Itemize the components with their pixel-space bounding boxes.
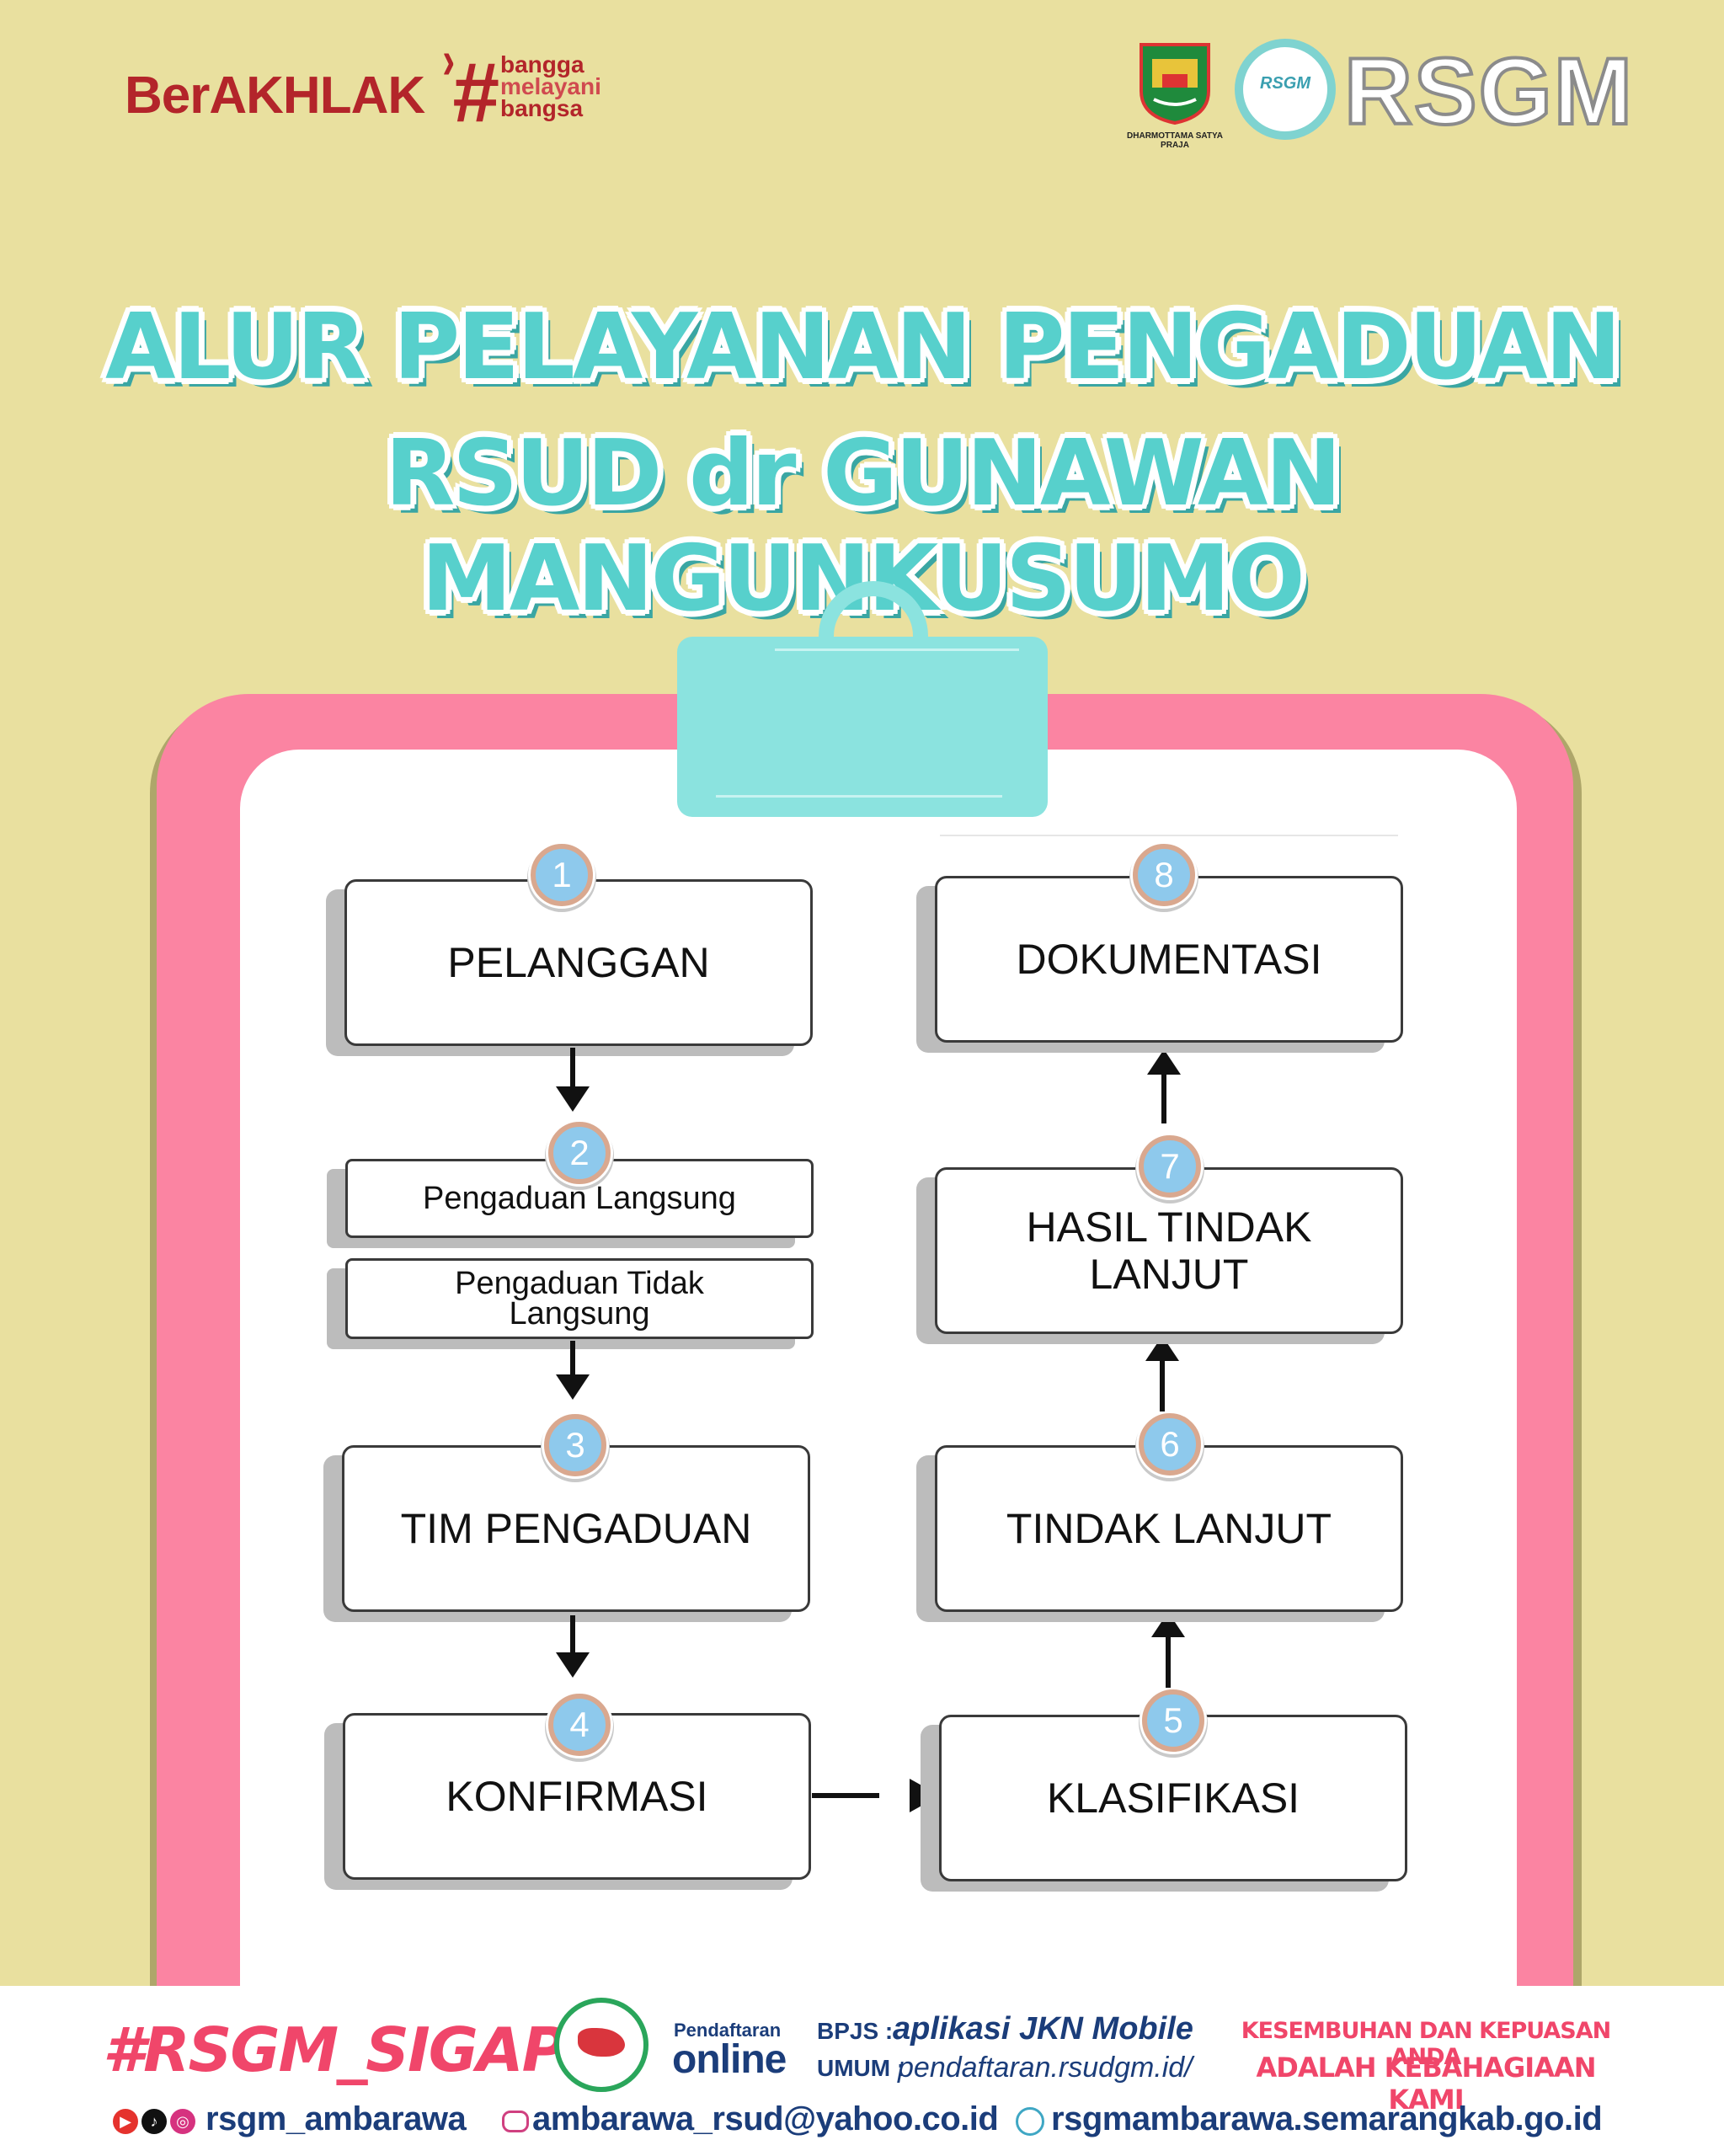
globe-icon (1016, 2107, 1044, 2136)
page-title-line1: ALUR PELAYANAN PENGADUAN (105, 295, 1621, 400)
slogan-line1: KESEMBUHAN DAN KEPUASAN ANDA (1241, 2018, 1612, 2070)
step-number-badge: 5 (1142, 1689, 1204, 1752)
arrow-up-icon (1145, 1336, 1179, 1361)
pendaftaran-label: Pendaftaran (674, 2020, 782, 2041)
bpjs-value: aplikasi JKN Mobile (893, 2011, 1193, 2047)
bpjs-label: BPJS : (817, 2018, 894, 2044)
rsgm-wordmark: RSGM (1342, 37, 1634, 146)
clip-highlight (716, 795, 1002, 798)
page-title-line2: RSUD dr GUNAWAN MANGUNKUSUMO (385, 421, 1342, 632)
youtube-icon[interactable]: ▶ (113, 2109, 138, 2134)
clip-highlight (775, 648, 1019, 651)
indonesia-map-icon (578, 2028, 625, 2057)
step-pengaduan-langsung-box: Pengaduan Langsung (345, 1159, 814, 1238)
instagram-icon[interactable]: ◎ (170, 2109, 195, 2134)
online-label: online (672, 2037, 787, 2082)
flow-arrow (1166, 1636, 1171, 1688)
step-pelanggan-box: PELANGGAN (344, 879, 813, 1046)
tagline-word: bangga (500, 51, 584, 77)
bangga-melayani-bangsa-tagline: bangga melayani bangsa (500, 51, 601, 121)
flow-arrow (812, 1793, 879, 1798)
step-label: PELANGGAN (447, 939, 710, 986)
footer-hashtag: #RSGM_SIGAP (103, 2015, 566, 2085)
rsgm-badge-logo (1235, 39, 1336, 140)
berakhlak-logo-text: BerAKHLAK (125, 67, 425, 125)
tagline-word: melayani (500, 73, 601, 99)
step-number-badge: 6 (1139, 1413, 1201, 1476)
regency-emblem-icon (1140, 43, 1210, 125)
flow-arrow (1160, 1359, 1165, 1412)
instagram-handle[interactable]: rsgm_ambarawa (205, 2100, 467, 2137)
umum-label: UMUM : (817, 2055, 905, 2081)
slogan-line2: ADALAH KEBAHAGIAAN KAMI (1256, 2052, 1596, 2116)
bangga-melayani-hashtag: # (451, 45, 499, 140)
step-label: TINDAK LANJUT (1006, 1505, 1332, 1552)
flow-arrow (570, 1615, 575, 1654)
paripurna-logo (554, 1998, 649, 2092)
arrow-right-icon (910, 1779, 940, 1812)
footer-bar (0, 1986, 1724, 2156)
step-number-badge: 8 (1133, 844, 1195, 906)
umum-link[interactable]: pendaftaran.rsudgm.id/ (898, 2052, 1193, 2084)
paper-line (940, 835, 1398, 836)
email-address[interactable]: ambarawa_rsud@yahoo.co.id (532, 2100, 999, 2137)
tagline-word: bangsa (500, 95, 584, 121)
step-label: HASIL TINDAK LANJUT (1026, 1203, 1312, 1298)
arrow-up-icon (1147, 1049, 1181, 1075)
step-label: DOKUMENTASI (1016, 936, 1322, 983)
step-label: KLASIFIKASI (1046, 1774, 1300, 1822)
step-number-badge: 4 (548, 1694, 611, 1756)
step-pengaduan-tidak-langsung-box: Pengaduan Tidak Langsung (345, 1258, 814, 1339)
step-label: Pengaduan Tidak Langsung (455, 1266, 704, 1331)
clipboard-clip (677, 637, 1048, 817)
tiktok-icon[interactable]: ♪ (141, 2109, 167, 2134)
regency-caption: DHARMOTTAMA SATYA PRAJA (1127, 131, 1223, 150)
step-number-badge: 1 (531, 844, 593, 906)
step-label: TIM PENGADUAN (400, 1505, 752, 1552)
step-number-badge: 7 (1139, 1135, 1201, 1198)
mail-icon (502, 2111, 529, 2132)
arrow-down-icon (556, 1652, 590, 1678)
rsgm-badge-text: RSGM (1260, 74, 1310, 93)
step-number-badge: 2 (548, 1122, 611, 1184)
flow-arrow (570, 1341, 575, 1376)
chevron-right-icon: › (442, 29, 456, 90)
flow-arrow (1161, 1073, 1166, 1123)
step-label: KONFIRMASI (446, 1773, 708, 1820)
step-label: Pengaduan Langsung (423, 1181, 736, 1216)
arrow-up-icon (1151, 1612, 1185, 1637)
arrow-down-icon (556, 1374, 590, 1400)
website-link[interactable]: rsgmambarawa.semarangkab.go.id (1051, 2100, 1603, 2137)
flow-arrow (570, 1048, 575, 1088)
step-number-badge: 3 (544, 1414, 606, 1476)
arrow-down-icon (556, 1086, 590, 1112)
